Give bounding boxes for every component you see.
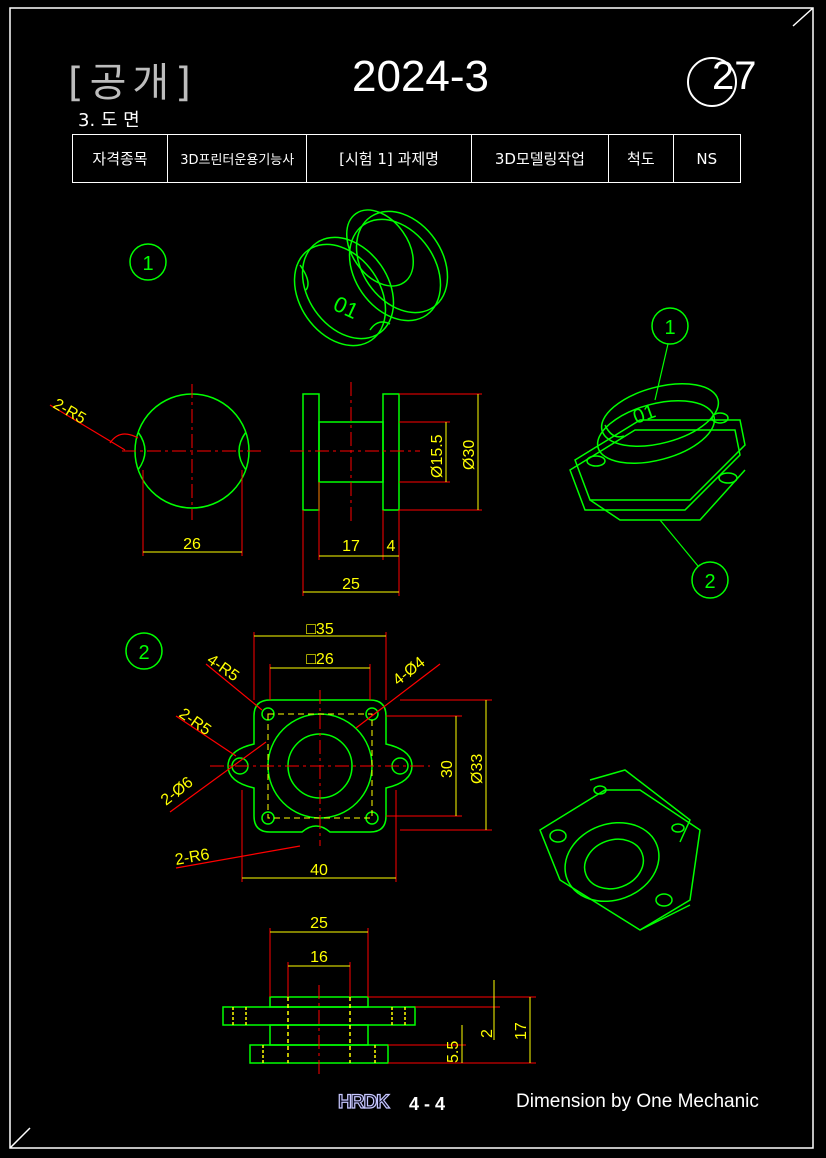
dim-p2-corner-holes: 4-Ø4 (390, 654, 429, 689)
page-number-circle (687, 57, 737, 107)
dim-p2-outer-dia: Ø33 (469, 754, 486, 784)
part1-marker-label: 1 (142, 253, 153, 275)
title-cell-task-label: [시험 1] 과제명 (306, 134, 472, 183)
title-cell-scale-value: NS (672, 134, 742, 183)
sheet-border (9, 7, 814, 1149)
dim-p2-notch-radius: 2-R6 (174, 846, 211, 869)
assembly-engraving: 01 (630, 400, 658, 428)
dim-p1-dia-outer: Ø30 (461, 440, 478, 470)
dim-p2-width: 40 (310, 862, 328, 879)
part2-side-view (222, 985, 416, 1075)
dim-side-gap: 2 (479, 1029, 496, 1038)
part2-side-dims: 25 16 2 5.5 17 (269, 915, 536, 1064)
dim-p1-width: 26 (183, 536, 201, 553)
dim-p1-radius: 2-R5 (50, 396, 89, 428)
dim-side-total: 17 (513, 1022, 530, 1040)
footer-page: 4 - 4 (409, 1094, 446, 1114)
assembly-callout-2: 2 (659, 519, 729, 599)
dim-p2-ear-radius: 2-R5 (176, 705, 214, 739)
part2-top-view (210, 690, 430, 846)
title-block-table: 자격종목 3D프린터운용기능사 [시험 1] 과제명 3D모델링작업 척도 NS (72, 134, 742, 183)
part1-width-dim: 26 (142, 470, 243, 556)
corner-mark-bottom (9, 1127, 31, 1149)
part1-radius-leader: 2-R5 (49, 396, 139, 451)
dim-p2-bore-height: 30 (439, 760, 456, 778)
corner-mark-top (792, 7, 814, 27)
exam-number: 2024-3 (352, 52, 490, 101)
dim-p2-square-outer: □35 (306, 621, 334, 638)
part1-side-view (290, 382, 420, 522)
assembly-callout-1: 1 (651, 307, 689, 401)
assembly-callout-1-label: 1 (664, 317, 675, 339)
hrdk-logo: HRDK (337, 1091, 390, 1113)
dim-side-top-width: 25 (310, 915, 328, 932)
title-block-row: 자격종목 3D프린터운용기능사 [시험 1] 과제명 3D모델링작업 척도 NS (72, 134, 742, 183)
assembly-callout-2-label: 2 (704, 571, 715, 593)
assembly-isometric: 01 (569, 383, 746, 521)
dim-p2-ear-holes: 2-Ø6 (158, 774, 197, 809)
title-cell-scale-label: 척도 (608, 134, 674, 183)
disclosure-label: [공개] (68, 60, 197, 106)
part1-front-view (122, 384, 262, 520)
dim-p2-square-inner: □26 (306, 651, 334, 668)
dim-p1-dia-inner: Ø15.5 (429, 434, 446, 478)
part2-marker-label: 2 (138, 642, 149, 664)
dim-side-lower: 5.5 (445, 1041, 462, 1063)
dim-p1-length-mid: 17 (342, 538, 360, 555)
part1-marker: 1 (129, 243, 167, 281)
section-title: 3. 도 면 (78, 110, 140, 131)
part2-top-dims: □35 □26 4-R5 4-Ø4 2-R5 2-Ø6 2-R6 30 Ø33 (158, 621, 492, 882)
part1-side-dims: Ø15.5 Ø30 17 4 25 (302, 393, 482, 596)
dim-p1-length-flange: 4 (387, 538, 396, 555)
part1-isometric: 01 (293, 209, 449, 347)
part2-marker: 2 (125, 632, 163, 670)
part1-engraving: 01 (330, 291, 363, 324)
dim-p1-length-total: 25 (342, 576, 360, 593)
dim-p2-corner-radius: 4-R5 (204, 651, 242, 685)
part2-isometric (539, 769, 701, 931)
title-cell-qualification: 3D프린터운용기능사 (166, 134, 308, 183)
footer-credit: Dimension by One Mechanic (516, 1091, 759, 1112)
page-number: 27 (712, 54, 757, 98)
dim-side-inner-width: 16 (310, 949, 328, 966)
